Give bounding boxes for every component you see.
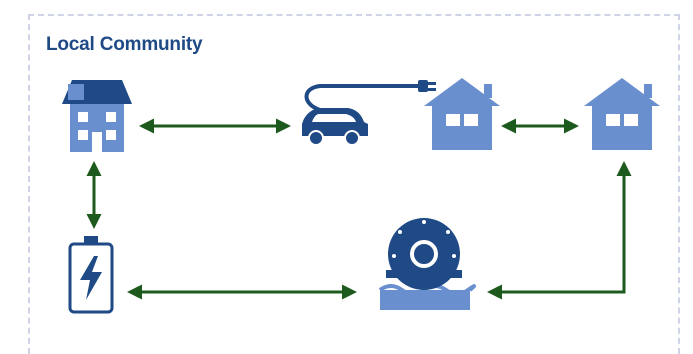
panel-title: Local Community <box>46 34 203 55</box>
battery-icon <box>68 236 114 314</box>
electric-car-icon <box>302 80 436 146</box>
local-community-diagram: Local Community <box>28 14 680 354</box>
solar-house-icon <box>62 80 132 152</box>
house-icon <box>424 78 500 150</box>
dashed-panel-border <box>28 14 680 354</box>
house-icon <box>584 78 660 150</box>
water-wheel-icon <box>378 218 476 310</box>
diagram-canvas <box>62 78 660 314</box>
arrow-wheel-house <box>487 161 632 300</box>
